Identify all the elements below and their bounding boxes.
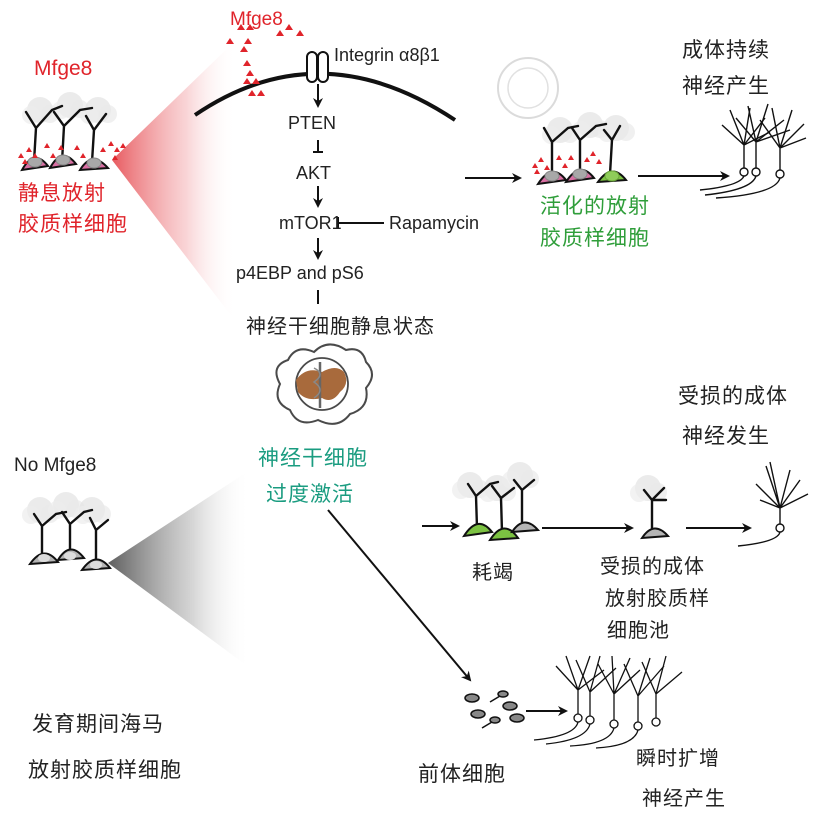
mfge8-label-zoom: Mfge8 [230, 9, 283, 30]
activated-rgl-label-line2: 胶质样细胞 [540, 226, 650, 250]
akt-label: AKT [296, 163, 332, 183]
no-mfge8-label: No Mfge8 [14, 455, 97, 476]
p4ebp-ps6-label: p4EBP and pS6 [236, 263, 364, 283]
progenitor-cells-icon [464, 690, 525, 729]
zoom-fan-red [112, 40, 236, 322]
zoom-fan-gray [108, 470, 250, 668]
sustained-neurogenesis-line1: 成体持续 [682, 38, 770, 62]
single-neuron-icon [737, 461, 809, 547]
nsc-quiescence-label: 神经干细胞静息状态 [246, 314, 435, 338]
watermark [497, 57, 559, 119]
impaired-pool-line3: 细胞池 [607, 618, 670, 642]
progenitor-label: 前体细胞 [418, 762, 506, 786]
mfge8-label-left: Mfge8 [34, 57, 93, 80]
quiescent-rgl-cells-icon [18, 92, 126, 172]
activated-rgl-label-line1: 活化的放射 [540, 194, 650, 218]
integrin-receptor-icon [306, 51, 329, 83]
exhausted-cells-icon [452, 462, 541, 542]
cma-logo-icon [275, 343, 373, 425]
impaired-neurogenesis-line2: 神经发生 [682, 424, 770, 448]
pten-label: PTEN [288, 113, 337, 133]
exhaustion-label: 耗竭 [472, 560, 514, 584]
transient-neurogenesis-line1: 瞬时扩增 [636, 746, 720, 770]
developmental-rgl-line2: 放射胶质样细胞 [28, 758, 182, 782]
mature-neurons-icon [699, 103, 807, 199]
rapamycin-label: Rapamycin [389, 213, 480, 233]
impaired-pool-line1: 受损的成体 [600, 554, 705, 578]
quiescent-rgl-label-line1: 静息放射 [18, 181, 106, 205]
pathway-arrows [313, 84, 384, 304]
no-mfge8-cells-icon [22, 492, 112, 572]
integrin-label: Integrin α8β1 [334, 45, 440, 65]
overactivation-label-line2: 过度激活 [266, 482, 354, 506]
impaired-rgl-cell-icon [630, 475, 671, 540]
impaired-neurogenesis-line1: 受损的成体 [678, 384, 788, 408]
activated-rgl-cells-icon [532, 112, 635, 186]
arrow-to-progenitors [327, 509, 472, 682]
quiescent-rgl-label-line2: 胶质样细胞 [18, 212, 128, 236]
mfge8-particles-icon [18, 141, 126, 164]
mtor1-label: mTOR1 [279, 213, 342, 233]
transient-neurons-icon [533, 655, 683, 749]
sustained-neurogenesis-line2: 神经产生 [682, 74, 770, 98]
developmental-rgl-line1: 发育期间海马 [32, 712, 164, 736]
transient-neurogenesis-line2: 神经产生 [642, 786, 726, 810]
impaired-pool-line2: 放射胶质样 [605, 586, 710, 610]
overactivation-label-line1: 神经干细胞 [258, 446, 368, 470]
mfge8-particles-zoom-icon [226, 24, 304, 96]
